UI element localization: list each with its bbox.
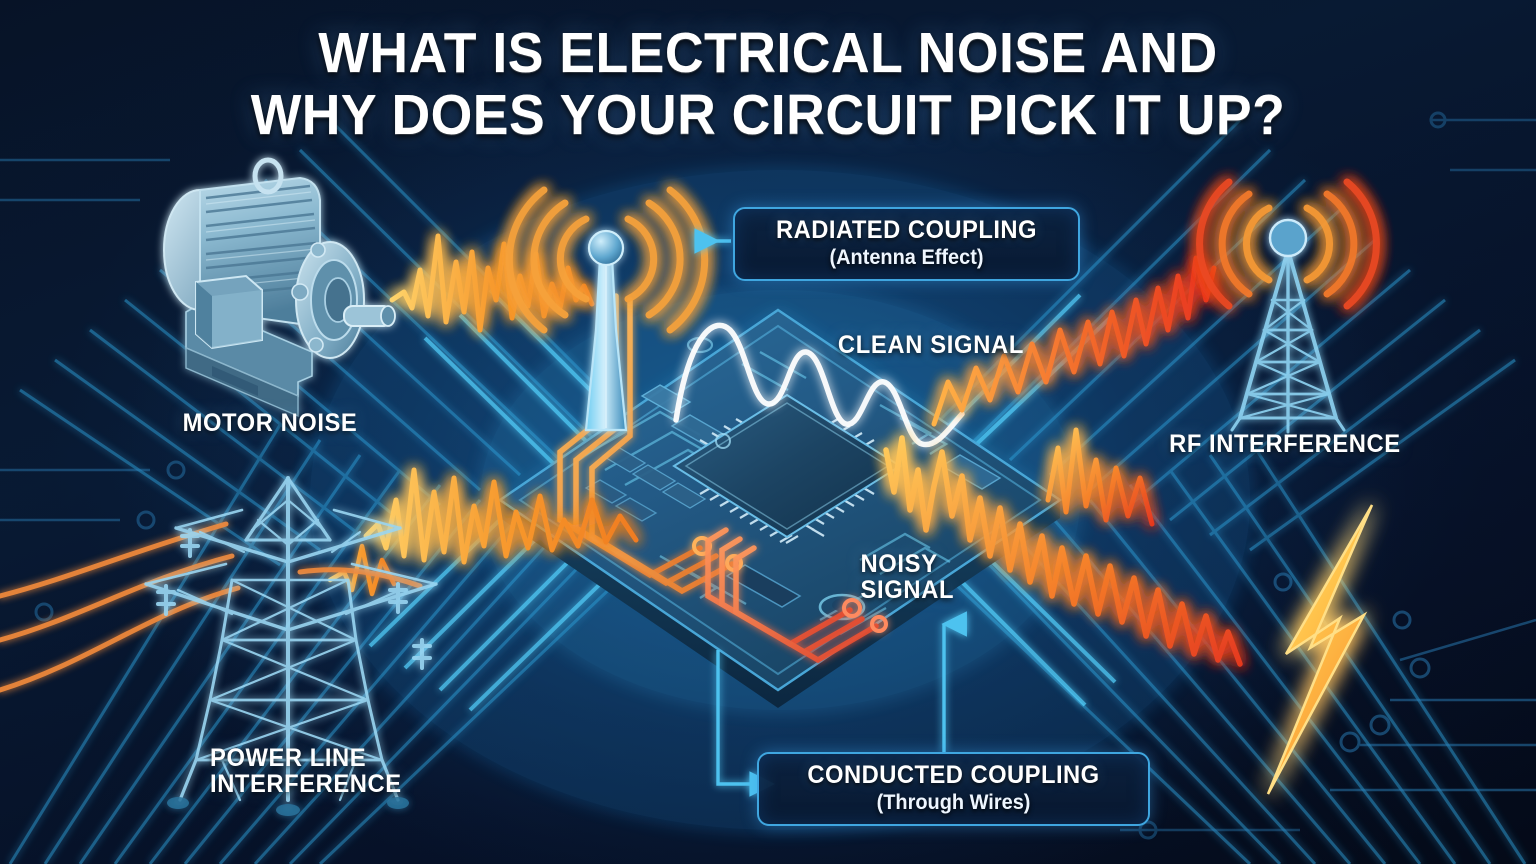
callout-conducted-coupling: CONDUCTED COUPLING (Through Wires) xyxy=(757,752,1150,826)
label-clean-signal: CLEAN SIGNAL xyxy=(837,331,1025,359)
microchip-icon xyxy=(672,393,902,544)
title-line-2: WHY DOES YOUR CIRCUIT PICK IT UP? xyxy=(250,83,1286,147)
noisy-signal-wave xyxy=(883,435,1243,667)
label-rf-interference: RF INTERFERENCE xyxy=(1169,430,1401,458)
callout-conducted-subtitle: (Through Wires) xyxy=(876,791,1031,814)
arrow-conducted xyxy=(716,650,775,797)
rf-radiation-arcs xyxy=(1196,178,1380,310)
rf-tower-beacon xyxy=(1268,218,1308,258)
callout-conducted-title: CONDUCTED COUPLING xyxy=(807,761,1100,789)
antenna-radiation-arcs xyxy=(505,186,709,334)
label-motor-noise: MOTOR NOISE xyxy=(182,409,358,437)
page-title: WHAT IS ELECTRICAL NOISE AND WHY DOES YO… xyxy=(0,22,1536,146)
title-line-1: WHAT IS ELECTRICAL NOISE AND xyxy=(318,21,1218,85)
callout-radiated-coupling: RADIATED COUPLING (Antenna Effect) xyxy=(733,207,1080,281)
rf-secondary-wave xyxy=(1045,427,1155,527)
powerline-noise-wave xyxy=(363,467,639,565)
label-power-line-interference: POWER LINE INTERFERENCE xyxy=(210,744,402,799)
label-noisy-signal: NOISY SIGNAL xyxy=(860,550,955,605)
callout-radiated-subtitle: (Antenna Effect) xyxy=(829,246,984,269)
red-pcb-traces xyxy=(705,527,888,664)
rf-noise-wave xyxy=(931,255,1217,427)
callout-radiated-title: RADIATED COUPLING xyxy=(776,216,1037,244)
